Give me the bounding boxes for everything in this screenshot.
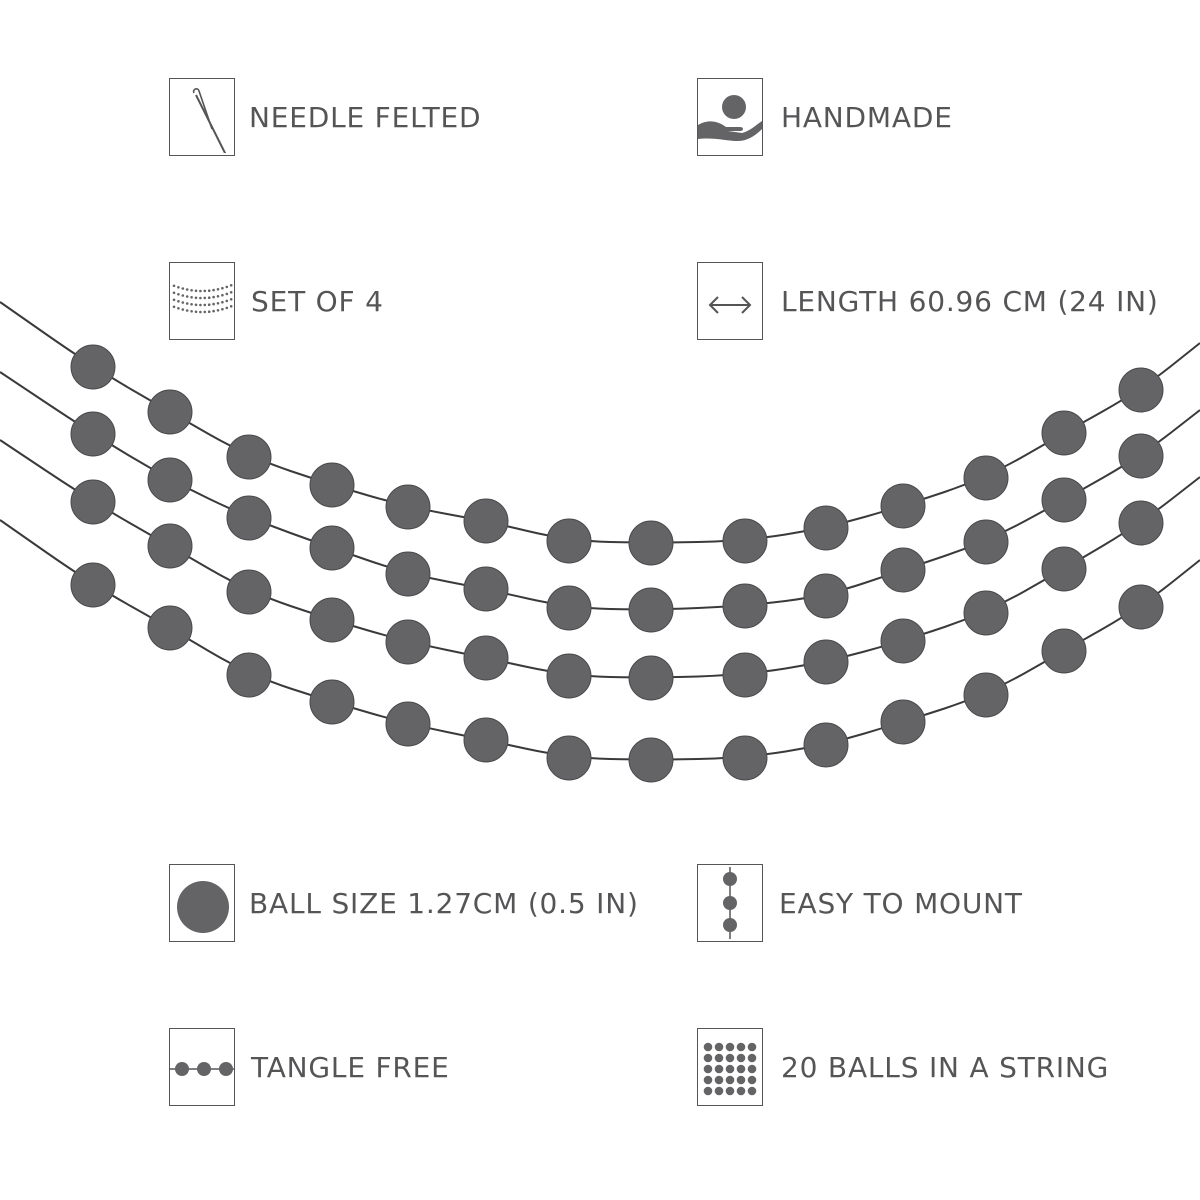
felt-ball bbox=[546, 653, 592, 699]
felt-ball bbox=[463, 635, 509, 681]
felt-ball bbox=[309, 525, 355, 571]
felt-ball bbox=[880, 483, 926, 529]
hand-ball-icon bbox=[697, 78, 763, 156]
feature-20-balls: 20 BALLS IN A STRING bbox=[697, 1028, 1109, 1106]
felt-ball bbox=[963, 455, 1009, 501]
string-balls-icon bbox=[169, 1028, 235, 1106]
felt-ball bbox=[226, 652, 272, 698]
felt-ball bbox=[147, 389, 193, 435]
felt-ball bbox=[1041, 477, 1087, 523]
felt-ball bbox=[722, 518, 768, 564]
felt-ball bbox=[385, 484, 431, 530]
double-arrow-icon bbox=[697, 262, 763, 340]
ball-grid-icon bbox=[697, 1028, 763, 1106]
feature-label: EASY TO MOUNT bbox=[779, 886, 1023, 920]
felt-ball bbox=[963, 519, 1009, 565]
felt-ball bbox=[1041, 628, 1087, 674]
felt-ball bbox=[803, 722, 849, 768]
feature-label: 20 BALLS IN A STRING bbox=[781, 1050, 1110, 1084]
felt-ball bbox=[309, 462, 355, 508]
felt-ball bbox=[546, 585, 592, 631]
felt-ball bbox=[70, 562, 116, 608]
felt-ball bbox=[546, 518, 592, 564]
feature-label: BALL SIZE 1.27CM (0.5 IN) bbox=[249, 886, 639, 920]
felt-ball bbox=[628, 587, 674, 633]
felt-ball bbox=[385, 701, 431, 747]
felt-ball bbox=[1118, 433, 1164, 479]
felt-ball bbox=[226, 495, 272, 541]
feature-easy-to-mount: EASY TO MOUNT bbox=[697, 864, 1023, 942]
felt-ball bbox=[463, 717, 509, 763]
feature-handmade: HANDMADE bbox=[697, 78, 953, 156]
feature-label: TANGLE FREE bbox=[251, 1050, 450, 1084]
felt-ball bbox=[309, 597, 355, 643]
felt-ball bbox=[628, 655, 674, 701]
felt-ball bbox=[880, 547, 926, 593]
felt-ball bbox=[722, 652, 768, 698]
felt-ball bbox=[628, 737, 674, 783]
feature-set-of-4: SET OF 4 bbox=[169, 262, 384, 340]
feature-label: HANDMADE bbox=[781, 100, 953, 134]
felt-ball bbox=[147, 605, 193, 651]
felt-ball bbox=[803, 639, 849, 685]
feature-ball-size: BALL SIZE 1.27CM (0.5 IN) bbox=[169, 864, 639, 942]
felt-ball bbox=[147, 457, 193, 503]
felt-ball bbox=[463, 566, 509, 612]
felt-ball bbox=[1041, 410, 1087, 456]
felt-ball bbox=[385, 619, 431, 665]
felt-ball bbox=[1118, 584, 1164, 630]
felt-ball bbox=[70, 344, 116, 390]
ball-icon bbox=[169, 864, 235, 942]
felt-ball bbox=[880, 618, 926, 664]
felt-ball bbox=[803, 573, 849, 619]
felt-ball bbox=[309, 679, 355, 725]
felt-ball bbox=[628, 520, 674, 566]
feature-label: SET OF 4 bbox=[251, 284, 384, 318]
felt-ball bbox=[70, 479, 116, 525]
hanging-balls-icon bbox=[697, 864, 763, 942]
felt-ball bbox=[546, 735, 592, 781]
felt-ball bbox=[963, 590, 1009, 636]
dotted-strings-icon bbox=[169, 262, 235, 340]
feature-label: LENGTH 60.96 CM (24 IN) bbox=[781, 284, 1159, 318]
felt-ball bbox=[1118, 500, 1164, 546]
felt-ball bbox=[70, 411, 116, 457]
feature-label: NEEDLE FELTED bbox=[249, 100, 482, 134]
needle-icon bbox=[169, 78, 235, 156]
felt-ball bbox=[1041, 546, 1087, 592]
feature-length: LENGTH 60.96 CM (24 IN) bbox=[697, 262, 1159, 340]
feature-needle-felted: NEEDLE FELTED bbox=[169, 78, 481, 156]
felt-ball bbox=[463, 498, 509, 544]
felt-ball bbox=[722, 583, 768, 629]
felt-ball bbox=[880, 699, 926, 745]
felt-ball bbox=[963, 672, 1009, 718]
felt-ball bbox=[385, 551, 431, 597]
felt-ball bbox=[1118, 367, 1164, 413]
felt-ball bbox=[147, 523, 193, 569]
felt-ball bbox=[722, 735, 768, 781]
felt-ball bbox=[803, 505, 849, 551]
felt-ball bbox=[226, 569, 272, 615]
feature-tangle-free: TANGLE FREE bbox=[169, 1028, 450, 1106]
felt-ball bbox=[226, 434, 272, 480]
